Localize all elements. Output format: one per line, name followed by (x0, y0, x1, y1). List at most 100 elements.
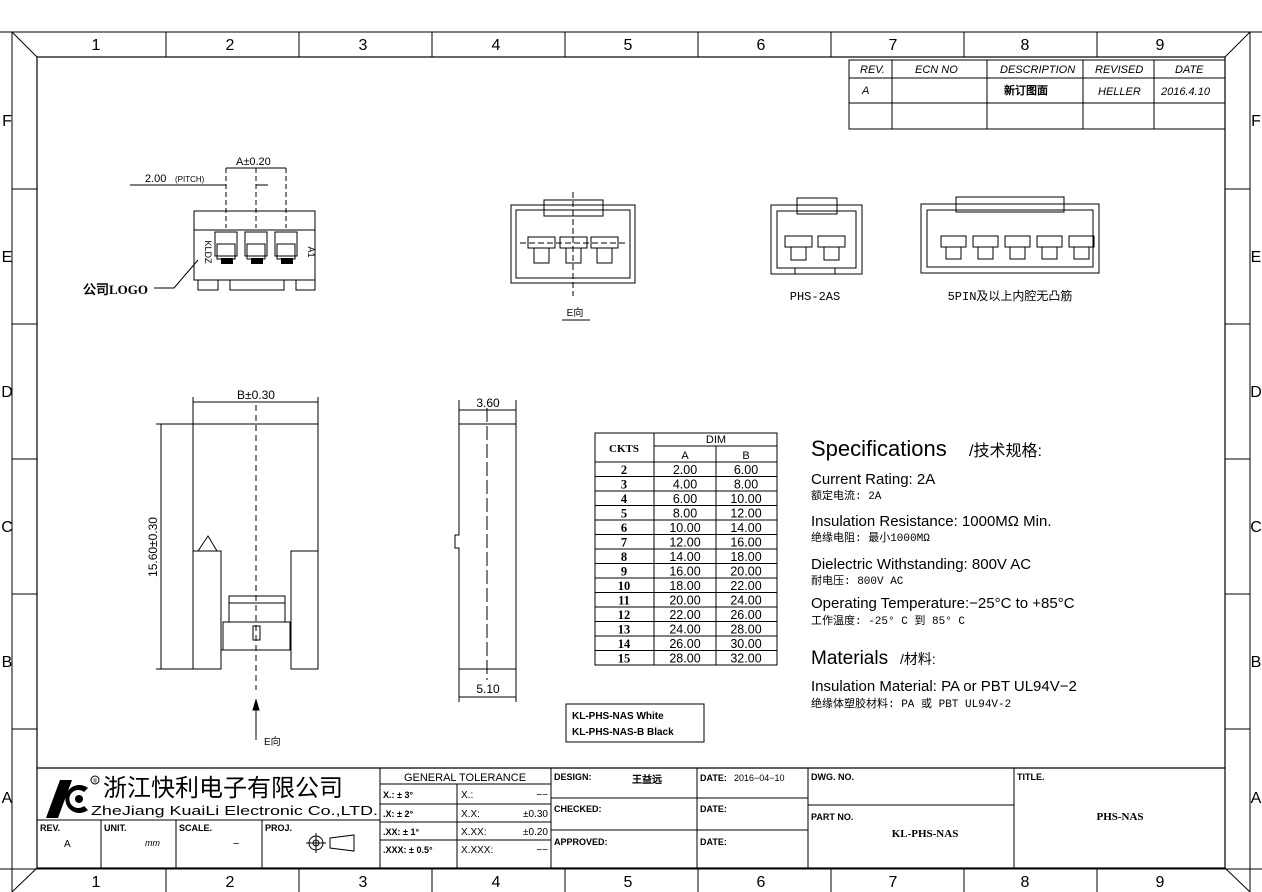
tol-linear-value-0: −− (536, 790, 548, 801)
tol-linear-value-3: −− (536, 845, 548, 856)
ckts-cell: 6 (621, 521, 627, 535)
zone-labels: 1 2 3 4 5 6 7 8 9 1 2 3 4 5 6 7 8 9 F E … (1, 37, 1262, 891)
date-value: 2016.4.10 (1160, 86, 1211, 98)
tol-linear-value-1: ±0.30 (523, 809, 548, 820)
logo-leader-line (154, 259, 199, 289)
spec-dielectric-en: Dielectric Withstanding: 800V AC (811, 556, 1031, 573)
dim-a-cell: 28.00 (669, 652, 700, 666)
svg-text:®: ® (93, 778, 98, 785)
dim-a-cell: 12.00 (669, 536, 700, 550)
dim-b-cell: 18.00 (730, 550, 761, 564)
col-label-bottom: 1 (92, 874, 101, 891)
dim-header: DIM (706, 434, 726, 446)
col-label-top: 3 (359, 37, 368, 54)
tol-linear-label-2: X.XX: (461, 827, 487, 838)
ckts-cell: 9 (621, 565, 627, 579)
dim-a-cell: 18.00 (669, 579, 700, 593)
dim-b-cell: 30.00 (730, 637, 761, 651)
row-label-left: F (2, 113, 12, 130)
phs-2as-label: PHS-2AS (790, 290, 840, 304)
dim-a-cell: 20.00 (669, 594, 700, 608)
a1-marking: A1 (306, 246, 316, 257)
col-label-top: 8 (1021, 37, 1030, 54)
b-dimension: B±0.30 (237, 388, 275, 402)
col-label-top: 7 (889, 37, 898, 54)
dim-b-cell: 24.00 (730, 594, 761, 608)
row-label-left: C (1, 519, 13, 536)
scale-value: − (233, 838, 239, 850)
checked-label: CHECKED: (554, 804, 602, 814)
color-note-white: KL-PHS-NAS White (572, 711, 664, 722)
row-label-right: D (1250, 384, 1262, 401)
logo-callout: 公司LOGO (83, 282, 148, 297)
dim-a-cell: 10.00 (669, 521, 700, 535)
title-value: PHS-NAS (1096, 811, 1143, 823)
dim-a-cell: 26.00 (669, 637, 700, 651)
five-pin-note: 5PIN及以上内腔无凸筋 (948, 288, 1073, 304)
design-date: 2016−04−10 (734, 773, 785, 783)
materials-cn: 绝缘体塑胶材料: PA 或 PBT UL94V-2 (811, 696, 1011, 711)
tol-angle-0: X.: ± 3° (383, 790, 413, 800)
dim-b-cell: 28.00 (730, 623, 761, 637)
tol-linear-label-3: X.XXX: (461, 845, 493, 856)
height-dimension: 15.60±0.30 (146, 517, 160, 577)
dim-a-cell: 6.00 (673, 492, 697, 506)
spec-temperature-cn: 工作温度: -25° C 到 85° C (811, 613, 965, 628)
rev-value: A (64, 839, 71, 850)
dim-b-cell: 14.00 (730, 521, 761, 535)
unit-value: mm (145, 838, 160, 848)
dim-a-cell: 4.00 (673, 478, 697, 492)
approved-date-label: DATE: (700, 837, 727, 847)
pitch-dimension: 2.00 (145, 173, 166, 185)
col-label-top: 5 (624, 37, 633, 54)
row-label-right: B (1251, 654, 1262, 671)
date-header: DATE (1175, 64, 1204, 76)
e-arrow-label: E向 (264, 735, 281, 748)
company-logo-icon: ® (46, 775, 100, 818)
title-block-grid (37, 767, 1225, 868)
revised-value: HELLER (1098, 86, 1141, 98)
part-no-value: KL-PHS-NAS (892, 828, 959, 840)
ckts-cell: 4 (621, 492, 628, 506)
zone-ticks (12, 32, 1250, 892)
spec-insulation-en: Insulation Resistance: 1000MΩ Min. (811, 513, 1052, 530)
spec-dielectric-cn: 耐电压: 800V AC (811, 574, 904, 588)
e-view-label: E向 (567, 306, 584, 319)
proj-label: PROJ. (265, 823, 292, 833)
materials-title-cn: /材料: (900, 651, 936, 667)
projection-symbol-icon (306, 833, 355, 853)
checked-date-label: DATE: (700, 804, 727, 814)
ckts-cell: 15 (618, 652, 631, 666)
dim-b-cell: 8.00 (734, 478, 758, 492)
tol-angle-2: .XX: ± 1° (383, 827, 419, 837)
dim-b-cell: 16.00 (730, 536, 761, 550)
five-pin-view (920, 196, 1100, 274)
unit-label: UNIT. (104, 823, 127, 833)
rev-value: A (861, 85, 869, 97)
col-label-bottom: 4 (492, 874, 501, 891)
spec-current-en: Current Rating: 2A (811, 471, 935, 488)
row-label-right: A (1251, 790, 1262, 807)
dim-a-cell: 8.00 (673, 507, 697, 521)
dim-b-cell: 6.00 (734, 463, 758, 477)
ckts-cell: 10 (618, 579, 631, 593)
ckts-cell: 12 (618, 608, 631, 622)
dim-b-cell: 32.00 (730, 652, 761, 666)
front-view (156, 397, 319, 740)
ckts-cell: 7 (621, 536, 627, 550)
title-label: TITLE. (1017, 772, 1045, 782)
col-label-bottom: 8 (1021, 874, 1030, 891)
ckts-cell: 13 (618, 623, 631, 637)
ecn-header: ECN NO (915, 64, 958, 76)
part-no-label: PART NO. (811, 812, 853, 822)
dwg-no-label: DWG. NO. (811, 772, 854, 782)
ckts-cell: 8 (621, 550, 627, 564)
sheet-frame (0, 31, 1262, 892)
rev-header: REV. (860, 64, 885, 76)
scale-label: SCALE. (179, 823, 212, 833)
spec-current-cn: 额定电流: 2A (811, 488, 882, 503)
pitch-note: (PITCH) (175, 175, 205, 184)
dim-b-cell: 12.00 (730, 507, 761, 521)
